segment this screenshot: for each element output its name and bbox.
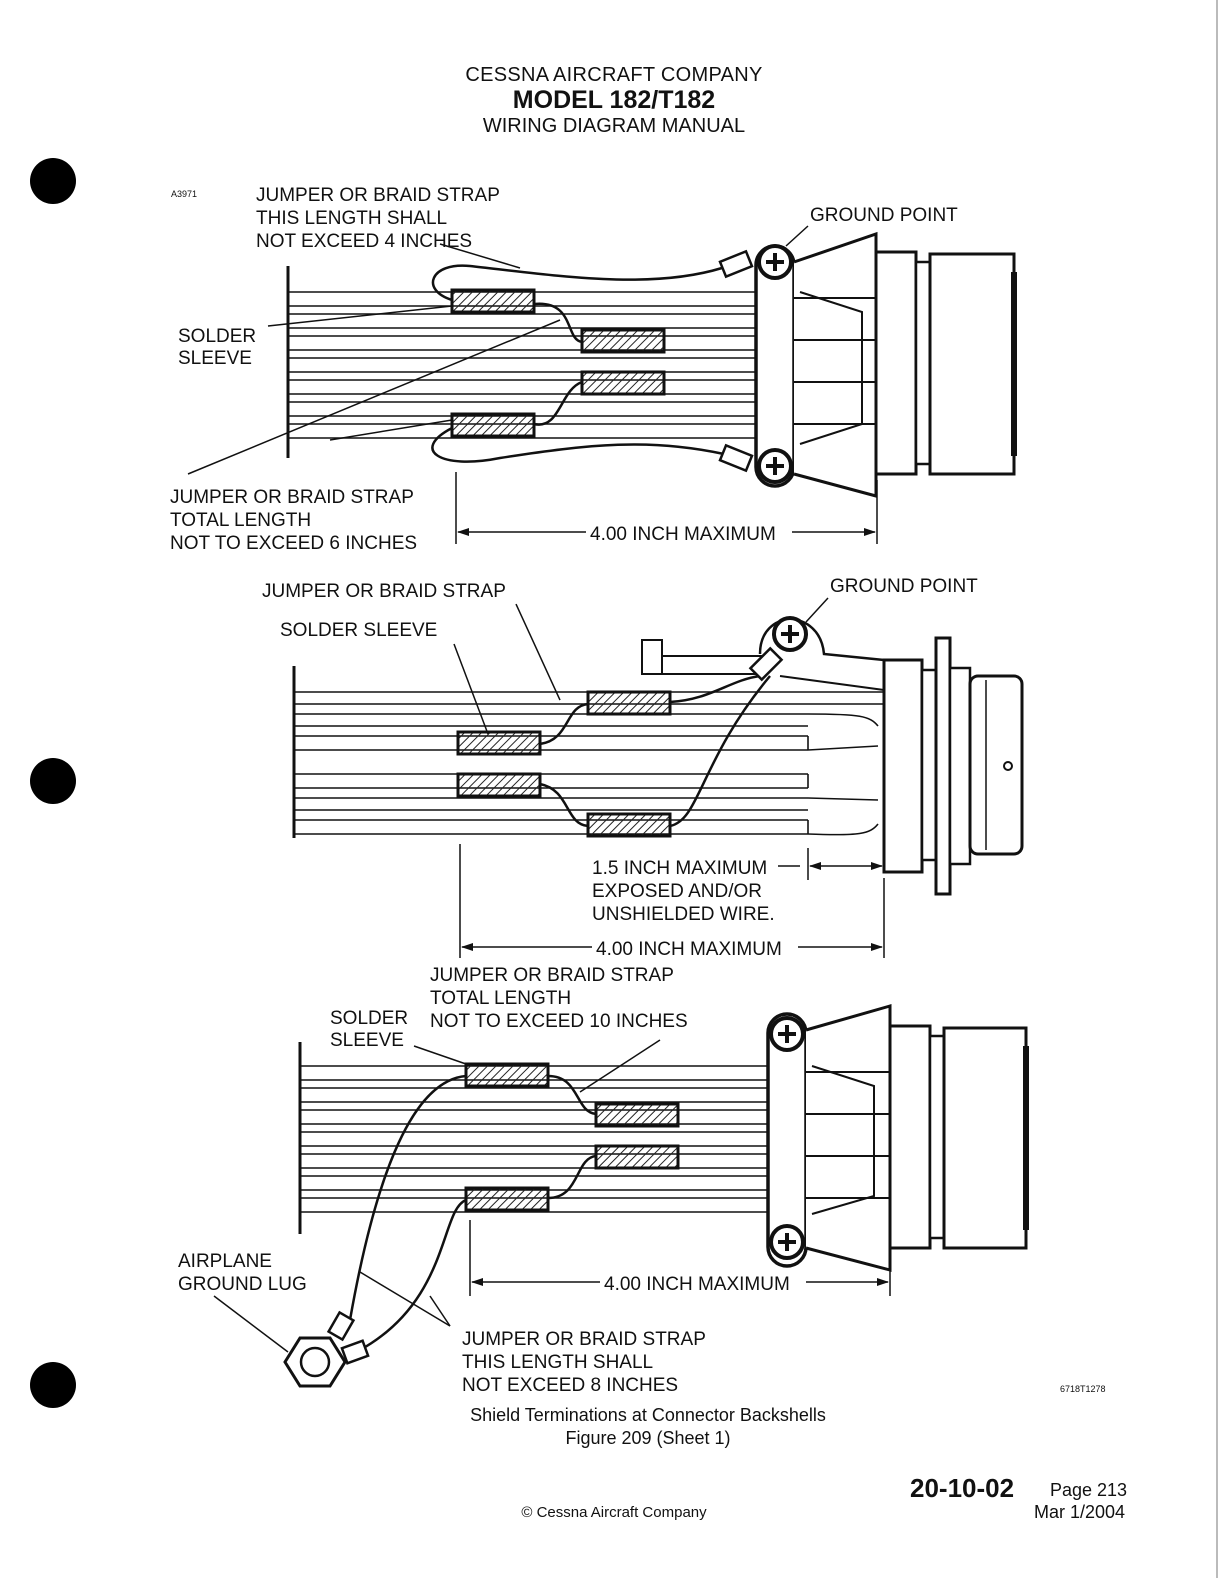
bottom-jumper-note-3: NOT EXCEED 8 INCHES [462,1375,678,1396]
bottom-solder-label-1: SOLDER [330,1008,408,1029]
ground-lug-label-2: GROUND LUG [178,1274,307,1295]
bottom-connector [766,1004,1029,1272]
bottom-leaders [213,1039,661,1353]
bottom-diagram: JUMPER OR BRAID STRAP TOTAL LENGTH NOT T… [178,965,1029,1396]
header-manual: WIRING DIAGRAM MANUAL [482,115,746,137]
bottom-jumper-note-1: JUMPER OR BRAID STRAP [462,1329,706,1350]
top-jumper-note-1: JUMPER OR BRAID STRAP [256,185,500,206]
copyright-notice: © Cessna Aircraft Company [521,1504,707,1521]
bottom-dimension: 4.00 INCH MAXIMUM [604,1274,790,1295]
middle-jumper-label: JUMPER OR BRAID STRAP [262,581,506,602]
ground-lug [283,1336,347,1388]
drawing-number: 6718T1278 [1060,1384,1106,1394]
middle-solder-label: SOLDER SLEEVE [280,620,437,641]
top-jumper-note-2: THIS LENGTH SHALL [256,208,447,229]
page-edge-line [1216,0,1218,1578]
binder-hole-middle [30,758,76,804]
figure-caption: Shield Terminations at Connector Backshe… [470,1405,826,1425]
top-total-note-2: TOTAL LENGTH [170,510,311,531]
header-model: MODEL 182/T182 [512,86,716,114]
binder-hole-top [30,158,76,204]
document-number: 20-10-02 [910,1473,1015,1503]
top-leaders [187,225,809,475]
middle-diagram: JUMPER OR BRAID STRAP SOLDER SLEEVE GROU… [262,576,1024,960]
middle-exposed-note-2: EXPOSED AND/OR [592,881,762,902]
middle-ground-point-label: GROUND POINT [830,576,978,597]
header-company: CESSNA AIRCRAFT COMPANY [465,64,763,86]
middle-exposed-note-1: 1.5 INCH MAXIMUM [592,858,767,879]
page-number: Page 213 [1050,1480,1128,1500]
top-solder-label-2: SLEEVE [178,348,252,369]
bottom-total-note-2: TOTAL LENGTH [430,988,571,1009]
top-diagram: JUMPER OR BRAID STRAP THIS LENGTH SHALL … [170,185,1017,554]
page-date: Mar 1/2004 [1034,1502,1126,1522]
top-total-note-3: NOT TO EXCEED 6 INCHES [170,533,417,554]
bottom-solder-label-2: SLEEVE [330,1030,404,1051]
middle-exposed-note-3: UNSHIELDED WIRE. [592,904,775,925]
top-jumpers [431,264,725,463]
top-solder-label-1: SOLDER [178,326,256,347]
figure-number: Figure 209 (Sheet 1) [565,1428,730,1448]
top-dimension: 4.00 INCH MAXIMUM [590,524,776,545]
bottom-total-note-1: JUMPER OR BRAID STRAP [430,965,674,986]
binder-hole-bottom [30,1362,76,1408]
middle-leaders [453,597,829,867]
bottom-total-note-3: NOT TO EXCEED 10 INCHES [430,1011,688,1032]
ref-code: A3971 [171,189,197,199]
top-total-note-1: JUMPER OR BRAID STRAP [170,487,414,508]
top-connector [754,231,1017,498]
top-ground-point-label: GROUND POINT [810,205,958,226]
bottom-solder-sleeves [464,1062,680,1212]
middle-dimension: 4.00 INCH MAXIMUM [596,939,782,960]
bottom-jumper-note-2: THIS LENGTH SHALL [462,1352,653,1373]
bottom-jumpers [348,1074,597,1352]
middle-connector [641,616,1024,896]
bottom-wire-bundle [300,1065,774,1213]
top-jumper-note-3: NOT EXCEED 4 INCHES [256,231,472,252]
middle-jumpers [539,674,771,828]
ground-lug-label-1: AIRPLANE [178,1251,272,1272]
top-solder-sleeves [450,288,666,438]
